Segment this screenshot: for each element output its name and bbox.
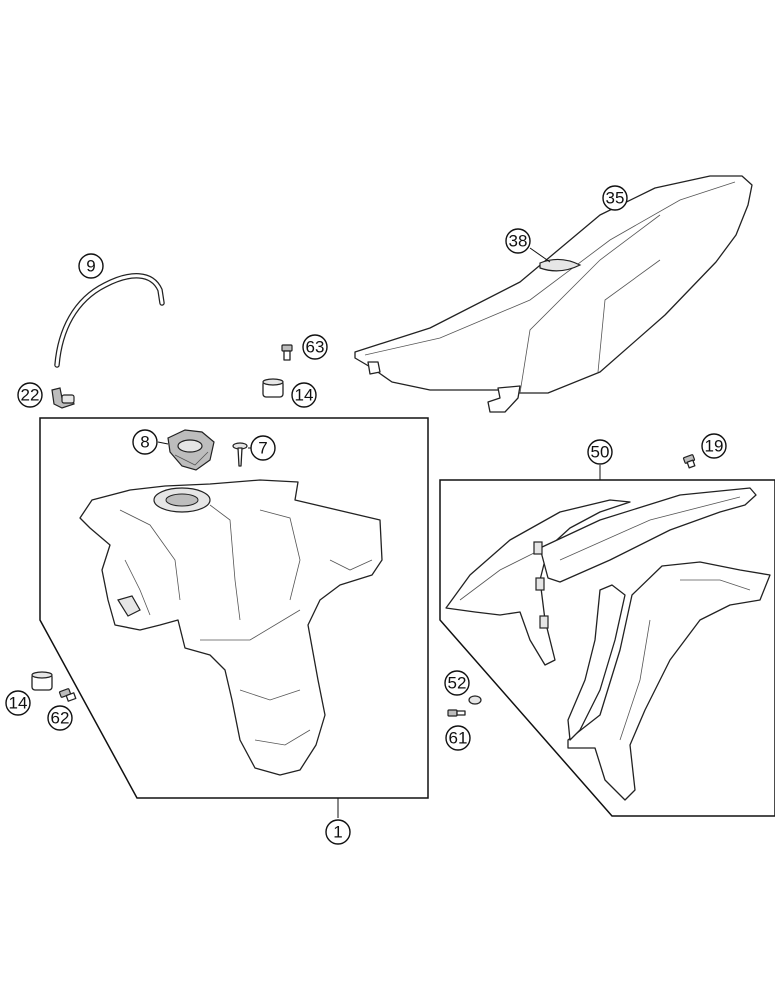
callout-7-label: 7: [258, 439, 267, 458]
callout-8-label: 8: [140, 433, 149, 452]
radiator-shroud-right: [567, 561, 771, 801]
vent-hose: [54, 273, 165, 368]
callout-62: 62: [47, 705, 73, 731]
leader-38: [529, 247, 551, 263]
callout-50: 50: [587, 439, 613, 465]
callout-35-label: 35: [606, 189, 625, 208]
rubber-bushing-left: [31, 671, 53, 691]
callout-19: 19: [701, 433, 727, 459]
callout-52-label: 52: [448, 674, 467, 693]
screw-7: [232, 442, 248, 467]
washer-52: [468, 695, 482, 705]
fuel-cap: [167, 429, 215, 471]
callout-1-label: 1: [333, 823, 342, 842]
callout-1: 1: [325, 819, 351, 845]
radiator-shroud-left: [445, 487, 757, 666]
rubber-bushing-top: [262, 378, 284, 398]
elbow-fitting: [51, 387, 75, 409]
callout-14-top-label: 14: [295, 386, 314, 405]
radiator-shroud-group-frame: [439, 479, 775, 817]
seat: [354, 175, 753, 413]
callout-63-label: 63: [306, 338, 325, 357]
callout-38-label: 38: [509, 232, 528, 251]
callout-35: 35: [602, 185, 628, 211]
bolt-19: [682, 454, 696, 469]
bolt-62: [58, 688, 77, 702]
callout-22-label: 22: [21, 386, 40, 405]
callout-8: 8: [132, 429, 158, 455]
callout-19-label: 19: [705, 437, 724, 456]
bolt-63: [281, 344, 293, 361]
callout-22: 22: [17, 382, 43, 408]
callout-50-label: 50: [591, 443, 610, 462]
fuel-tank-group-frame: [39, 417, 429, 799]
callout-62-label: 62: [51, 709, 70, 728]
callout-7: 7: [250, 435, 276, 461]
callout-14-top: 14: [291, 382, 317, 408]
fuel-tank: [79, 479, 383, 776]
callout-52: 52: [444, 670, 470, 696]
callout-61-label: 61: [449, 729, 468, 748]
callout-14-left: 14: [5, 690, 31, 716]
callout-14-left-label: 14: [9, 694, 28, 713]
callout-9: 9: [78, 253, 104, 279]
leader-8: [157, 441, 169, 445]
callout-61: 61: [445, 725, 471, 751]
callout-63: 63: [302, 334, 328, 360]
bolt-61: [447, 709, 466, 717]
callout-9-label: 9: [86, 257, 95, 276]
callout-38: 38: [505, 228, 531, 254]
